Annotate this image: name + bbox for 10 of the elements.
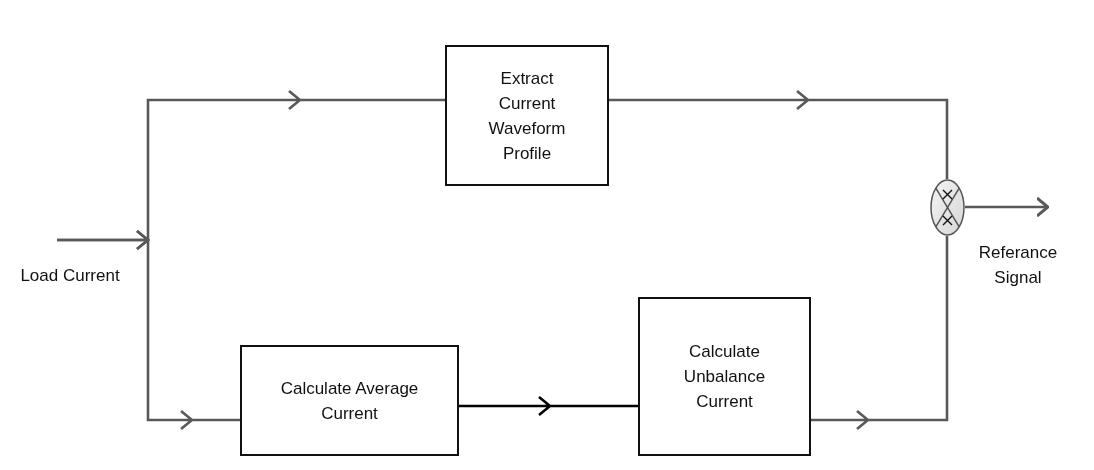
process-box — [240, 345, 459, 456]
arrow — [55, 229, 242, 431]
arrow — [965, 196, 1050, 218]
box-label: Calculate Unbalance Current — [682, 341, 767, 413]
output-label: Referance Signal — [977, 242, 1059, 289]
box-label: Extract Current Waveform Profile — [487, 67, 567, 165]
input-label: Load Current — [20, 265, 120, 287]
box-label: Calculate Average Current — [279, 377, 420, 425]
process-box — [445, 45, 609, 186]
process-box — [638, 297, 811, 456]
